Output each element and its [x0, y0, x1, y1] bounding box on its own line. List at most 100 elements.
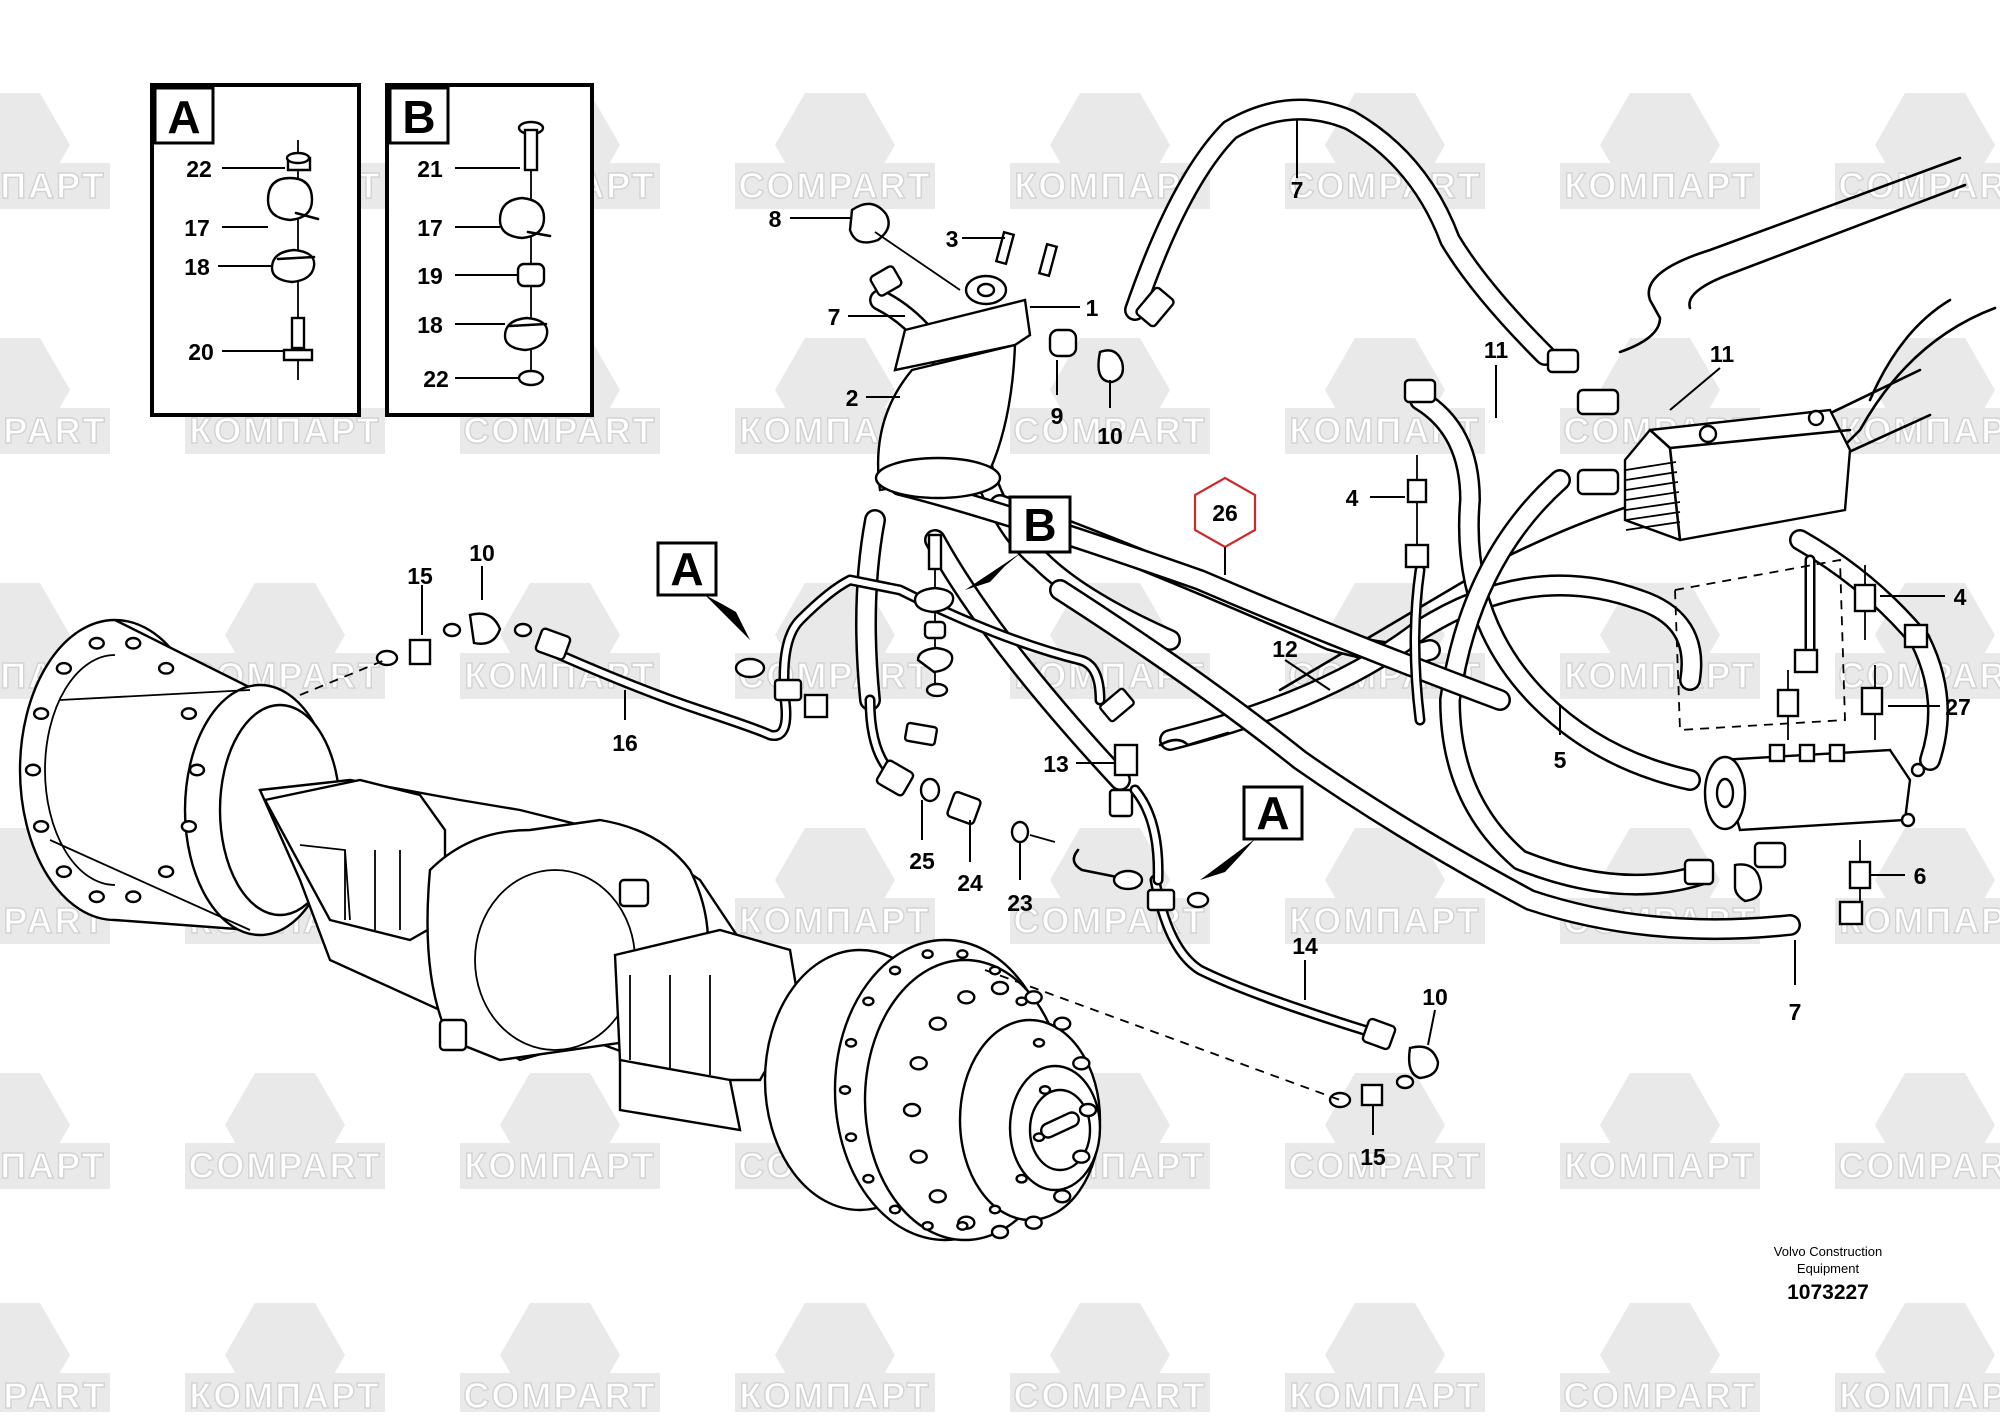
hub-bolt [1078, 1102, 1098, 1118]
watermark-band [185, 1373, 385, 1417]
watermark-text: КОМПАРТ [1289, 1375, 1480, 1412]
hub-bolt [32, 819, 50, 833]
watermark-band [1835, 1373, 2000, 1417]
hub-bolt [88, 636, 105, 650]
watermark-band [1560, 1143, 1760, 1189]
hub-bolt [180, 819, 198, 833]
callout-9: 9 [1051, 403, 1064, 429]
watermark-text: COMPART [738, 655, 931, 696]
watermark-text: КОМПАРТ [0, 1145, 106, 1186]
detail-ref-a-left-letter: A [670, 543, 703, 595]
watermark-text: КОМПАРТ [464, 1145, 655, 1186]
callout-4-right: 4 [1954, 584, 1967, 610]
watermark-text: COMPART [1013, 1375, 1206, 1412]
callout-15-left: 15 [407, 563, 433, 589]
watermark-text: КОМПАРТ [1564, 1145, 1755, 1186]
hub-bolt [188, 763, 206, 777]
hub-bolt [1024, 1215, 1043, 1230]
callout-24: 24 [957, 870, 983, 896]
hub-bolt [1024, 990, 1043, 1005]
hub-bolt [88, 890, 105, 904]
watermark-band [1835, 163, 2000, 209]
hub-bolt [1038, 1085, 1052, 1095]
hub-bolt [957, 990, 976, 1005]
hub-bolt [55, 661, 73, 675]
callout-2: 2 [846, 385, 859, 411]
watermark-band [1010, 1373, 1210, 1417]
callout-10-valve: 10 [1097, 423, 1123, 449]
watermark-band [0, 408, 110, 454]
hub-bolt [24, 763, 42, 777]
hub-bolt [990, 1224, 1010, 1240]
detail-ref-a-right: A [1200, 785, 1304, 880]
detail-ref-a-left: A [656, 541, 750, 640]
callout-26: 26 [1212, 500, 1238, 526]
watermark-band [735, 163, 935, 209]
watermark-text: КОМПАРТ [1839, 900, 2000, 941]
watermark-band [185, 1143, 385, 1189]
hub-bolt [1072, 1056, 1091, 1071]
callout-15-right: 15 [1360, 1144, 1386, 1170]
watermark-band [1835, 1143, 2000, 1189]
detail-box-a-letter: A [167, 91, 200, 143]
callout-21-box-b: 21 [417, 156, 443, 182]
brake-accumulator [848, 202, 1175, 500]
watermark-text: COMPART [1013, 410, 1206, 451]
callout-7-bottom: 7 [1789, 999, 1802, 1025]
watermark-text: COMPART [0, 410, 107, 451]
watermark-text: COMPART [1013, 900, 1206, 941]
callout-11-left: 11 [1484, 337, 1509, 363]
control-valve [1674, 558, 1926, 832]
hub-bolt [921, 949, 934, 960]
callout-3: 3 [946, 226, 959, 252]
hub-bolt [1032, 1037, 1046, 1048]
watermark-text: COMPART [1838, 1145, 2000, 1186]
watermark-band [1285, 163, 1485, 209]
watermark-band [735, 898, 935, 944]
callout-6: 6 [1914, 863, 1927, 889]
callouts: 8 3 1 7 7 2 9 10 11 11 4 4 15 10 16 12 2… [407, 120, 1971, 1170]
callout-12: 12 [1272, 636, 1298, 662]
hub-bolt [838, 1085, 852, 1095]
hub-bolt [844, 1132, 858, 1143]
detail-box-b: B 21 17 19 18 22 [385, 83, 594, 417]
detail-ref-b: B [965, 495, 1072, 590]
watermark-band [0, 1143, 110, 1189]
hub-bolt [1072, 1149, 1091, 1164]
callout-19-box-b: 19 [417, 263, 443, 289]
detail-ref-a-right-letter: A [1256, 787, 1289, 839]
callout-22-box-b: 22 [423, 366, 449, 392]
callout-18-box-b: 18 [417, 312, 443, 338]
callout-5: 5 [1554, 747, 1567, 773]
hub-bolt [921, 1220, 934, 1231]
callout-23: 23 [1007, 890, 1033, 916]
hub-bolt [157, 661, 175, 675]
hub-bolt [988, 1204, 1002, 1215]
callout-4-top: 4 [1346, 485, 1359, 511]
callout-1: 1 [1086, 295, 1099, 321]
hub-bolt [988, 965, 1002, 976]
hub-bolt [1032, 1132, 1046, 1143]
watermark-text: КОМПАРТ [464, 655, 655, 696]
watermark-text: КОМПАРТ [0, 165, 106, 206]
hub-bolt [956, 1220, 969, 1231]
hub-bolts [24, 636, 1098, 1240]
hub-bolt [180, 707, 198, 721]
callout-10-right: 10 [1422, 984, 1448, 1010]
watermark-band [1560, 163, 1760, 209]
hub-bolt [1053, 1016, 1072, 1031]
hub-bolt [902, 1102, 922, 1118]
callout-26-hexagon: 26 [1193, 476, 1257, 575]
watermark-text: КОМПАРТ [739, 1375, 930, 1412]
watermark-text: КОМПАРТ [1289, 900, 1480, 941]
watermark-text: COMPART [1288, 1145, 1481, 1186]
watermark-text: КОМПАРТ [1014, 165, 1205, 206]
detail-box-b-letter: B [402, 91, 435, 143]
hub-bolt [1053, 1189, 1072, 1204]
hub-bolt [909, 1149, 928, 1164]
hub-bolt [844, 1037, 858, 1048]
hub-bolt [32, 707, 50, 721]
hub-bolt [125, 636, 142, 650]
callout-17-box-b: 17 [417, 215, 443, 241]
